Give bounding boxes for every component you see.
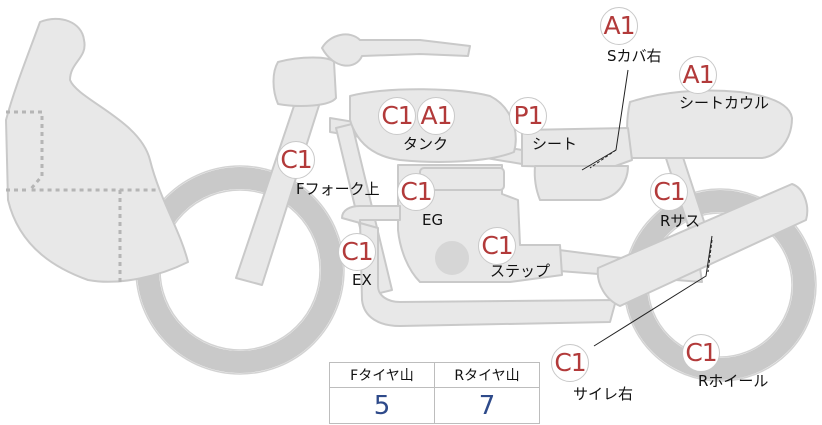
label-step: ステップ — [490, 262, 551, 280]
side-cover — [533, 165, 629, 201]
exhaust-pipe — [341, 205, 617, 327]
marker-s-cover-right: A1 — [600, 7, 638, 45]
marker-ex: C1 — [338, 233, 376, 271]
label-silencer-right: サイレ右 — [573, 385, 634, 403]
front-fairing — [5, 17, 189, 283]
marker-silencer-right: C1 — [551, 344, 589, 382]
front-tread-value: 5 — [329, 387, 435, 424]
label-r-wheel: Rホイール — [698, 372, 769, 390]
code-badge: A1 — [600, 7, 638, 45]
marker-seat-cowl: A1 — [679, 56, 717, 94]
code-badge: C1 — [650, 173, 688, 211]
table-header-row: Fタイヤ山 Rタイヤ山 — [329, 362, 540, 388]
headlight — [272, 56, 337, 107]
marker-eg: C1 — [397, 173, 435, 211]
label-s-cover-right: Sカバ右 — [607, 47, 662, 65]
table-row: 5 7 — [329, 387, 540, 424]
engine-cover — [435, 241, 469, 275]
rear-tread-value: 7 — [434, 387, 540, 424]
code-badge: C1 — [378, 97, 416, 135]
code-badge: C1 — [397, 173, 435, 211]
code-badge: C1 — [277, 141, 315, 179]
handlebar — [321, 33, 471, 67]
code-badge: P1 — [509, 97, 547, 135]
label-f-fork-upper: Fフォーク上 — [296, 180, 380, 198]
marker-r-sus: C1 — [650, 173, 688, 211]
label-seat-cowl: シートカウル — [679, 94, 770, 112]
marker-r-wheel: C1 — [682, 334, 720, 372]
code-badge: C1 — [338, 233, 376, 271]
marker-step: C1 — [478, 227, 516, 265]
label-r-sus: Rサス — [660, 212, 701, 230]
code-badge: A1 — [417, 97, 455, 135]
marker-seat: P1 — [509, 97, 547, 135]
code-badge: A1 — [679, 56, 717, 94]
front-tread-header: Fタイヤ山 — [329, 362, 435, 388]
silencer — [596, 183, 809, 307]
label-tank: タンク — [403, 135, 449, 153]
marker-tank: C1 — [378, 97, 416, 135]
label-seat: シート — [532, 135, 578, 153]
marker-tank-secondary: A1 — [417, 97, 455, 135]
label-eg: EG — [422, 211, 444, 229]
tire-tread-table: Fタイヤ山 Rタイヤ山 5 7 — [329, 362, 540, 424]
code-badge: C1 — [478, 227, 516, 265]
code-badge: C1 — [682, 334, 720, 372]
marker-f-fork-upper: C1 — [277, 141, 315, 179]
code-badge: C1 — [551, 344, 589, 382]
rear-tread-header: Rタイヤ山 — [434, 362, 540, 388]
label-ex: EX — [352, 271, 372, 289]
